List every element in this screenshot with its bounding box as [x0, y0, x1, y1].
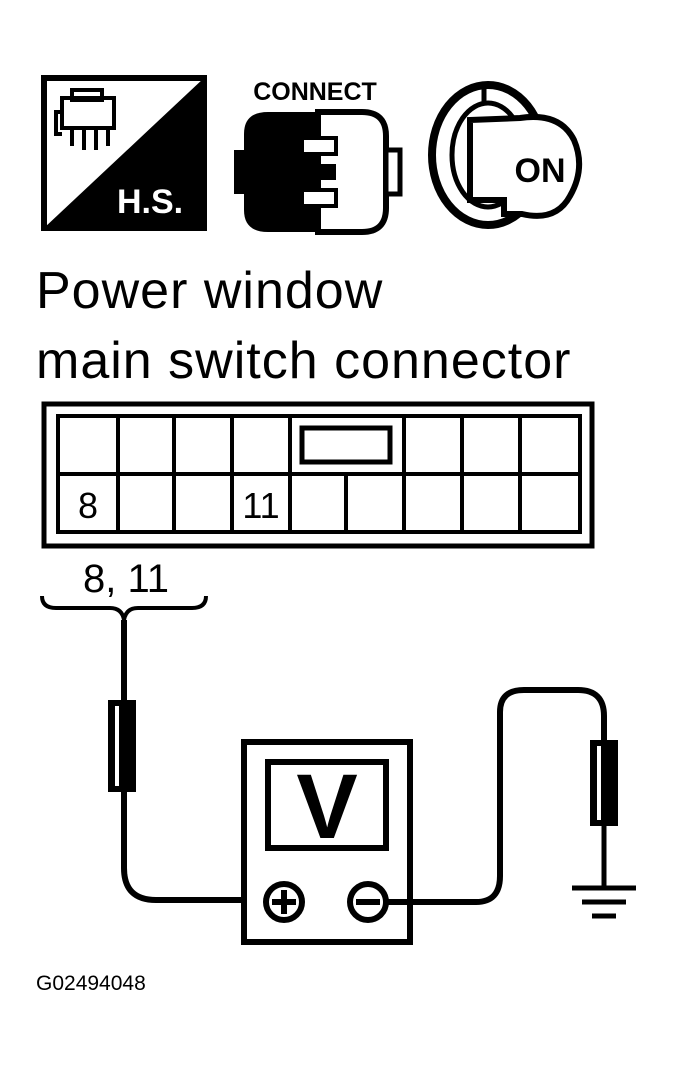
connect-label: CONNECT	[253, 78, 377, 106]
negative-terminal-icon	[347, 881, 389, 923]
connector-harness-side-icon: H.S.	[41, 75, 207, 231]
pin-8-label: 8	[78, 485, 98, 526]
probe-pins-label: 8, 11	[83, 557, 169, 601]
figure-id: G02494048	[36, 972, 146, 995]
negative-probe-lead	[386, 687, 618, 905]
harness-side-label: H.S.	[117, 183, 183, 221]
ignition-on-icon: ON	[428, 81, 583, 229]
connector-face: 8 11	[41, 401, 595, 549]
positive-probe-lead	[108, 620, 262, 903]
pin-11-label: 11	[242, 485, 279, 526]
connector-title-line1: Power window	[36, 262, 383, 320]
connect-icon: CONNECT	[234, 78, 403, 235]
voltmeter-icon: V	[241, 739, 413, 945]
ground-icon	[572, 885, 636, 919]
positive-terminal-icon	[263, 881, 305, 923]
meter-display-label: V	[296, 756, 357, 858]
ignition-on-label: ON	[515, 152, 566, 190]
connector-title-line2: main switch connector	[36, 332, 571, 390]
